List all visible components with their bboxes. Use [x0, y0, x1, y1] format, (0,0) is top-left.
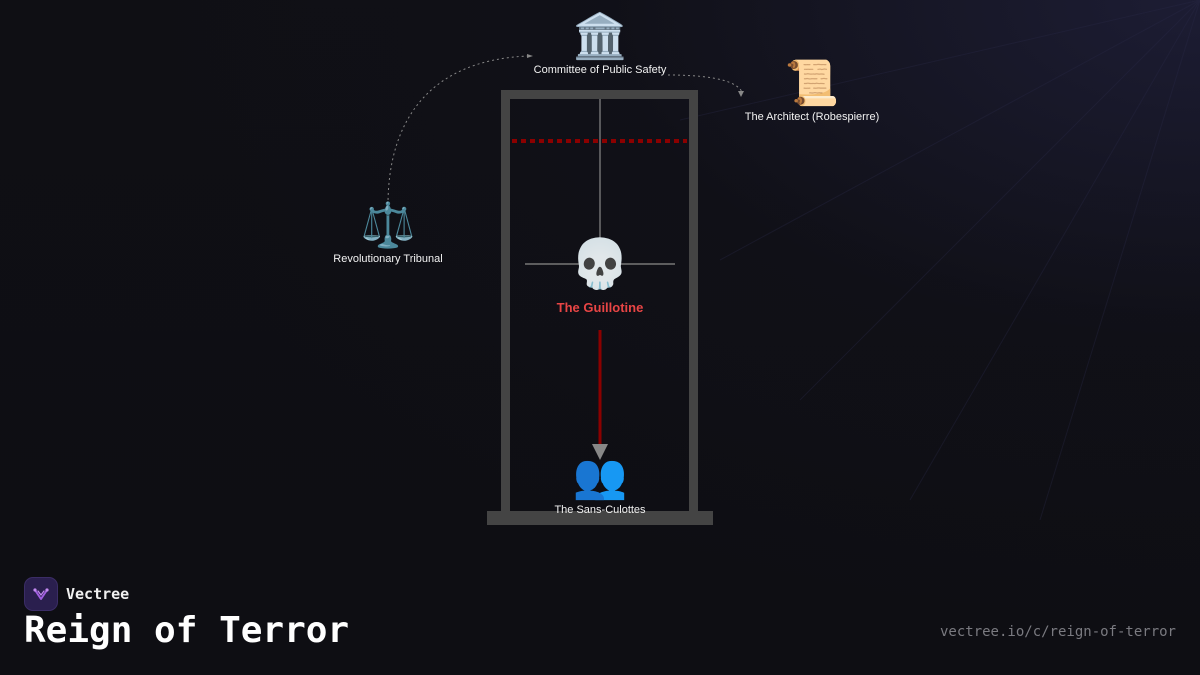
- guillotine-label: The Guillotine: [556, 300, 644, 315]
- source-url[interactable]: vectree.io/c/reign-of-terror: [939, 624, 1176, 640]
- guillotine-frame-left-post: [501, 90, 510, 515]
- guillotine-frame-base: [487, 511, 713, 525]
- brand-name: Vectree: [66, 585, 130, 603]
- vectree-logo-icon: [24, 577, 58, 611]
- tribunal-label: Revolutionary Tribunal: [333, 253, 443, 265]
- sans-culottes-label: The Sans-Culottes: [554, 504, 646, 516]
- tribunal-node: ⚖️ Revolutionary Tribunal: [333, 200, 443, 266]
- architect-label: The Architect (Robespierre): [744, 111, 880, 123]
- scroll-icon: 📜: [784, 58, 840, 109]
- connector-tribunal-to-committee: [387, 55, 529, 206]
- balance-scale-icon: ⚖️: [360, 200, 416, 251]
- blood-line-arrowhead: [592, 444, 608, 460]
- skull-icon: 💀: [570, 236, 630, 292]
- architect-node: 📜 The Architect (Robespierre): [744, 58, 880, 124]
- page-title: Reign of Terror: [24, 610, 350, 651]
- guillotine-frame-top-beam: [501, 90, 698, 99]
- background-rays: [680, 0, 1200, 520]
- guillotine-frame-right-post: [689, 90, 698, 515]
- connector-committee-to-architect: [667, 74, 743, 93]
- committee-node: 🏛️ Committee of Public Safety: [533, 11, 667, 77]
- people-icon: 👥: [572, 451, 628, 502]
- guillotine-node: 💀 The Guillotine: [557, 236, 644, 315]
- connector-architect-arrowhead: [738, 91, 744, 97]
- connector-tribunal-arrowhead: [527, 54, 533, 58]
- brand: Vectree: [24, 577, 129, 611]
- committee-label: Committee of Public Safety: [533, 64, 667, 76]
- classical-building-icon: 🏛️: [572, 11, 628, 62]
- sans-culottes-node: 👥 The Sans-Culottes: [554, 451, 646, 517]
